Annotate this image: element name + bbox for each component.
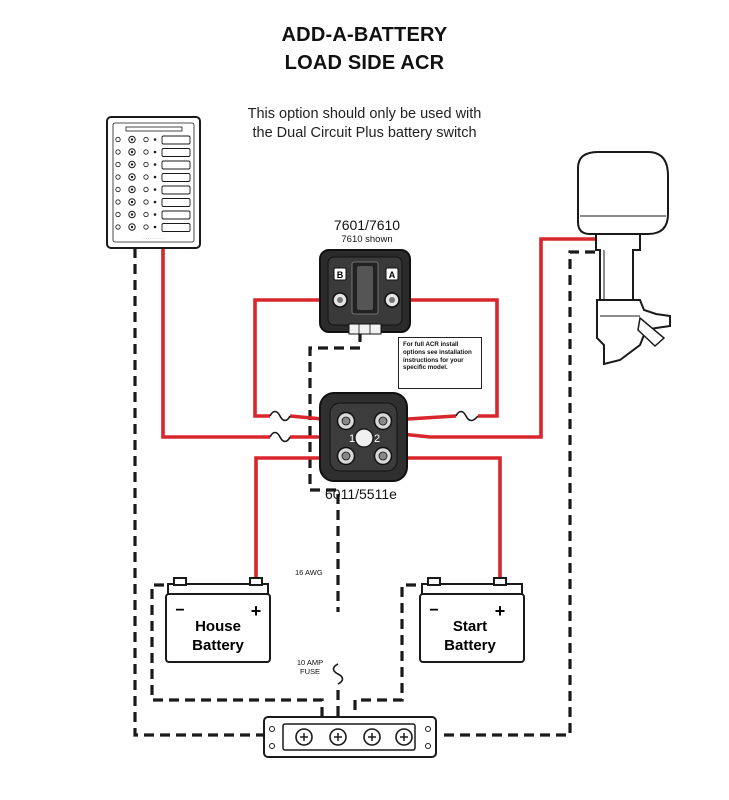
house-battery-positive-sign: + — [251, 601, 262, 621]
fuse-icon — [455, 410, 479, 422]
breaker-row — [115, 185, 191, 195]
house-battery: − + House Battery — [165, 577, 271, 663]
outboard-engine — [577, 151, 671, 366]
house-positive-wire — [254, 456, 333, 585]
acr-model-label: 7601/7610 — [333, 217, 401, 233]
acr-terminal-a-label: A — [389, 270, 396, 280]
diagram-title-line1: ADD-A-BATTERY — [281, 24, 448, 46]
positive-wires — [161, 237, 598, 585]
switch-circuit-1-label: 1 — [349, 433, 355, 445]
start-battery-negative-sign: − — [429, 602, 438, 619]
diagram-title-line2: LOAD SIDE ACR — [284, 52, 445, 74]
start-battery-negative-post — [427, 577, 441, 586]
start-battery-positive-sign: + — [495, 601, 506, 621]
panel-negative-wire — [133, 248, 275, 737]
fuse-icon — [269, 410, 291, 422]
acr-shown-label: 7610 shown — [341, 234, 393, 245]
start-positive-wire — [392, 456, 502, 585]
panel-rows — [115, 135, 191, 232]
battery-switch: 1 2 — [319, 392, 408, 482]
house-negative-wire — [150, 583, 324, 722]
bus-mount-hole — [269, 743, 275, 749]
engine-positive-wire — [391, 237, 598, 439]
breaker-row — [115, 210, 191, 220]
wire-gauge-label: 16 AWG — [295, 568, 323, 577]
start-battery-label-line2: Battery — [444, 637, 496, 654]
ten-amp-fuse — [332, 663, 344, 685]
negative-wires — [133, 248, 595, 737]
bus-mount-hole — [269, 726, 275, 732]
start-battery-label-line1: Start — [453, 618, 487, 635]
start-negative-wire — [353, 583, 432, 722]
install-note-box: For full ACR install options see install… — [398, 337, 482, 389]
breaker-row — [115, 198, 191, 207]
switch-knob-center — [354, 428, 374, 448]
house-battery-label-line1: House — [195, 618, 241, 635]
house-battery-label-line2: Battery — [192, 637, 244, 654]
acr-a-wire — [408, 298, 499, 418]
negative-bus-bar — [263, 716, 437, 758]
breaker-row — [115, 135, 191, 145]
bus-mount-hole — [425, 726, 431, 732]
breaker-row — [115, 160, 191, 170]
switch-model-label: 6011/5511e — [325, 486, 397, 502]
breaker-row — [115, 148, 191, 157]
subtitle-line2: the Dual Circuit Plus battery switch — [252, 125, 477, 141]
fuse-label-line1: 10 AMP — [296, 658, 324, 667]
install-note-text: For full ACR install options see install… — [403, 341, 472, 372]
house-battery-negative-post — [173, 577, 187, 586]
fuse-icon — [269, 431, 291, 443]
bus-mount-hole — [425, 743, 431, 749]
subtitle-line1: This option should only be used with — [247, 106, 482, 122]
fuse-label-line2: FUSE — [299, 667, 320, 676]
inline-fuses — [269, 410, 479, 443]
breaker-row — [115, 173, 191, 182]
house-battery-negative-sign: − — [175, 602, 184, 619]
distribution-panel: · · · · · · · · · · · — [106, 116, 201, 249]
breaker-row — [115, 223, 191, 232]
panel-positive-wire — [161, 248, 270, 439]
start-battery: − + Start Battery — [419, 577, 525, 663]
acr-unit: B A — [319, 249, 411, 335]
switch-circuit-2-label: 2 — [374, 433, 380, 445]
svg-text:· · · · · · · · · · ·: · · · · · · · · · · · — [142, 237, 165, 241]
acr-b-wire — [253, 298, 324, 418]
house-battery-positive-post — [249, 577, 263, 586]
start-battery-positive-post — [493, 577, 507, 586]
acr-terminal-b-label: B — [337, 270, 344, 280]
